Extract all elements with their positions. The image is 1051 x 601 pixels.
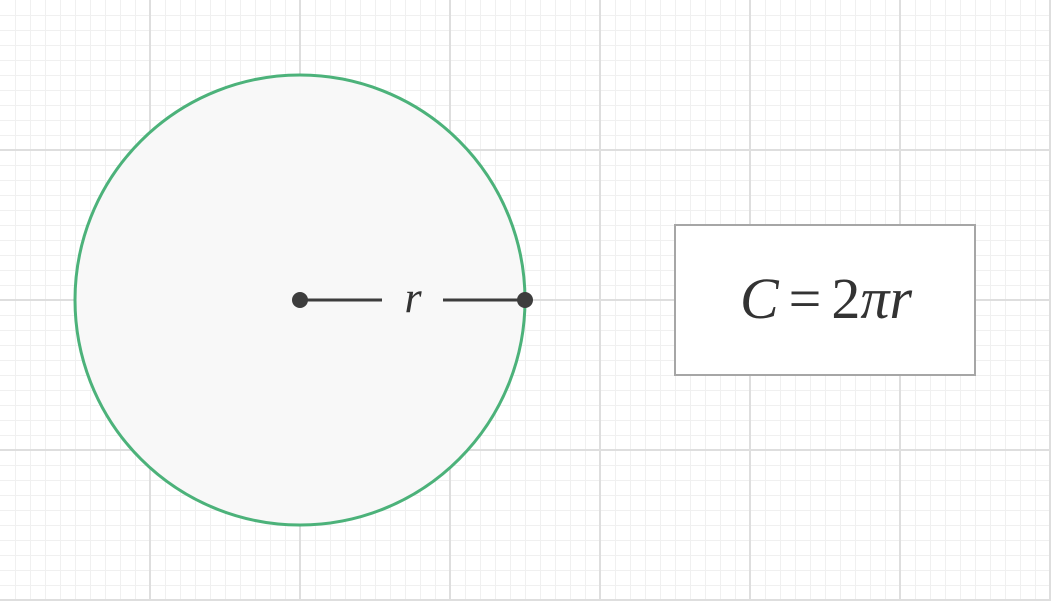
radius-label: r <box>404 273 422 322</box>
formula-text: C=2πr <box>740 266 912 331</box>
center-point <box>292 292 308 308</box>
formula-pi: π <box>860 266 891 331</box>
formula-lhs: C <box>740 266 780 331</box>
formula-box-frame <box>674 224 976 376</box>
edge-point <box>517 292 533 308</box>
radius-segment: r <box>292 273 533 322</box>
formula-box: C=2πr <box>674 224 976 376</box>
formula-variable: r <box>889 266 912 331</box>
formula-equals: = <box>789 266 822 331</box>
formula-coefficient: 2 <box>831 266 860 331</box>
